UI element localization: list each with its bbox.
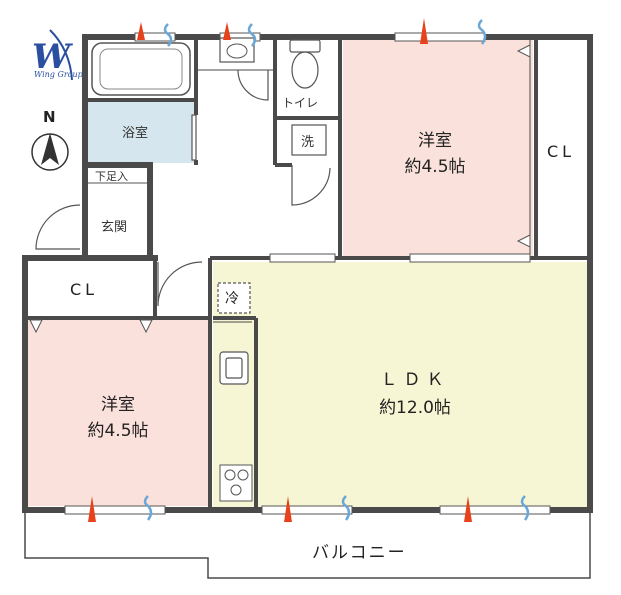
ldk-name: ＬＤＫ <box>380 370 450 390</box>
washer-label: 洗 <box>301 135 315 150</box>
balcony-outline <box>24 510 591 579</box>
heater-icon <box>88 18 472 522</box>
stove-icon <box>219 464 253 502</box>
fridge-label: 冷 <box>225 291 239 307</box>
toilet-label: トイレ <box>282 96 319 110</box>
western-room-left-size: 約4.5帖 <box>87 421 149 441</box>
ldk-size: 約12.0帖 <box>379 398 451 418</box>
compass-label: N <box>43 108 56 126</box>
closet-right-label: CL <box>547 142 576 161</box>
western-room-left-name: 洋室 <box>101 395 135 415</box>
ldk-label: ＬＤＫ 約12.0帖 <box>360 366 470 422</box>
washer-box <box>291 124 327 156</box>
western-left-floor <box>28 318 210 506</box>
bath-floor <box>88 100 196 163</box>
kitchen-sink <box>219 351 249 385</box>
toilet-fixture <box>289 39 321 89</box>
wing-group-logo: W <box>32 29 73 81</box>
bathtub <box>91 42 191 96</box>
shoe-cabinet-label: 下足入 <box>95 170 128 183</box>
western-room-top-name: 洋室 <box>418 131 452 151</box>
logo-text: Wing Group <box>34 70 83 79</box>
western-room-left-label: 洋室 約4.5帖 <box>78 392 158 444</box>
western-room-top-size: 約4.5帖 <box>404 157 466 177</box>
western-top-floor <box>343 38 533 258</box>
bath-label: 浴室 <box>122 126 149 141</box>
cool-wave-icon <box>143 19 530 521</box>
fridge-box <box>217 282 251 314</box>
western-room-top-label: 洋室 約4.5帖 <box>395 128 475 180</box>
entrance-label: 玄関 <box>101 220 128 235</box>
closet-left-label: CL <box>70 280 99 299</box>
balcony-label: バルコニー <box>312 543 407 563</box>
compass-icon <box>31 133 69 171</box>
ldk-floor <box>213 262 588 507</box>
svg-text:W: W <box>32 37 73 77</box>
